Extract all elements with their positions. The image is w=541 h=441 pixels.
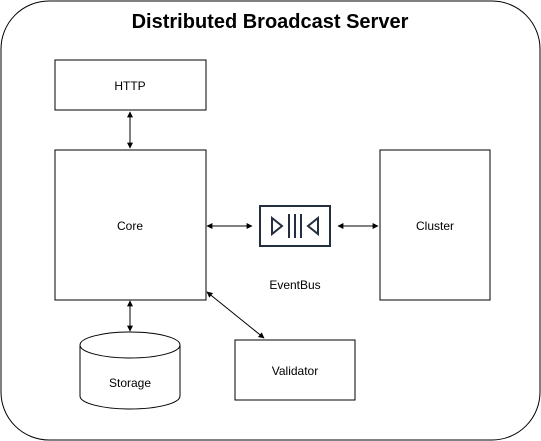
eventbus-label: EventBus xyxy=(269,278,320,292)
validator-node: Validator xyxy=(234,339,356,401)
storage-node: Storage xyxy=(79,331,181,410)
diagram-title: Distributed Broadcast Server xyxy=(132,11,409,33)
validator-label: Validator xyxy=(272,364,318,378)
storage-label: Storage xyxy=(109,376,151,390)
core-validator-connector xyxy=(206,291,265,339)
cluster-node: Cluster xyxy=(379,149,491,301)
message-queue-icon xyxy=(259,205,331,247)
http-node: HTTP xyxy=(54,59,207,111)
core-node: Core xyxy=(54,149,207,301)
core-label: Core xyxy=(117,219,143,233)
cluster-label: Cluster xyxy=(416,219,454,233)
http-label: HTTP xyxy=(114,79,145,93)
